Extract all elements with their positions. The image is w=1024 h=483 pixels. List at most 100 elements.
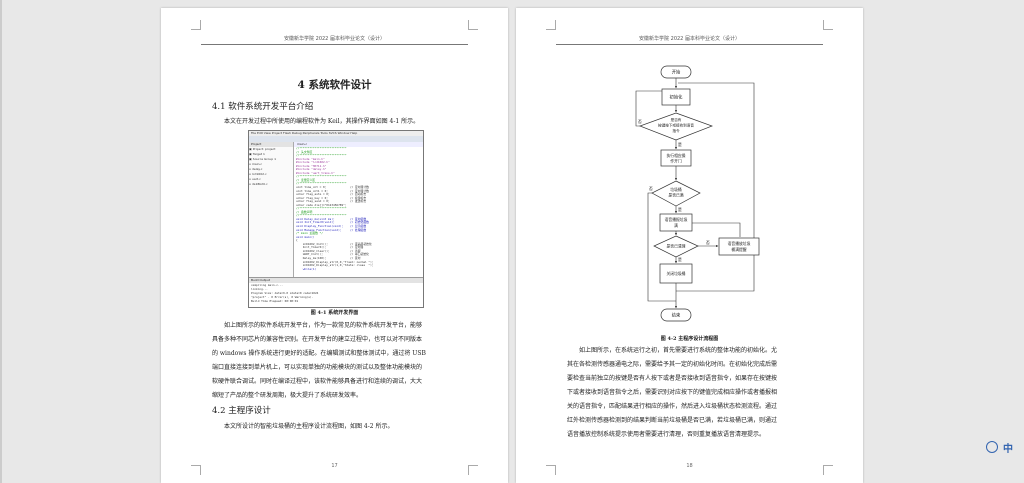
flow-init: [661, 88, 691, 106]
project-panel-title: Project: [249, 142, 293, 147]
page-header: 安徽新华学院 2022 届本科毕业论文（设计）: [556, 35, 823, 45]
code-line: LCD1602_Clear(); // 清屏: [296, 248, 361, 253]
code-line: void Manage_Function(void); // 处理函数: [296, 227, 367, 232]
build-line: compiling main.c...: [251, 283, 283, 287]
chapter-title: 4 系统软件设计: [297, 79, 372, 91]
build-line: linking...: [251, 287, 268, 291]
flow-d3-label: 是否已清理: [667, 244, 686, 249]
section2-paragraph: 本文所设计的智能垃圾桶的主程序设计流程图，如图 4-2 所示。: [224, 423, 394, 430]
flow-exec-line1: 执行相应操: [667, 153, 686, 158]
paragraph-line: 软硬件联合调试。同时在编译过程中，该软件能够具备进行和连续的调试，大大: [212, 378, 423, 385]
flow-d1-line3: 指令: [672, 128, 680, 133]
paragraph-line: 端口直接连接到单片机上，可以实现单独的功能模块的测试以及整体功能模块的: [212, 364, 423, 371]
extension-label[interactable]: 中: [1003, 444, 1013, 455]
paragraph-line: 红外检测传感器检测到的结果判断当前垃圾桶是否已满，若垃圾桶已满，则通过: [567, 417, 778, 424]
section-title-4-1: 4.1 软件系统开发平台介绍: [212, 102, 314, 112]
ide-code-editor: main.c //****************************// …: [294, 142, 423, 277]
document-page-17: 安徽新华学院 2022 届本科毕业论文（设计） 4 系统软件设计 4.1 软件系…: [161, 8, 508, 483]
code-line: void Delay_ms(uint ms); // 延时函数: [296, 216, 367, 221]
flow-start: [660, 65, 692, 79]
code-line: #include "uart_trans.h": [296, 170, 335, 175]
code-line: #include "HX711.h": [296, 163, 327, 168]
paragraph-line: 具备多种不同芯片的兼容性识别。在开发平台的建立过程中，也可以对不同版本: [212, 336, 423, 343]
code-line: uchar flag_key = 0; // 按键标志: [296, 195, 367, 200]
document-page-18: 安徽新华学院 2022 届本科毕业论文（设计）: [516, 8, 863, 483]
crop-mark: [468, 20, 478, 30]
language-extension-widget[interactable]: 中: [986, 441, 1024, 455]
crop-mark: [546, 465, 556, 475]
paragraph-line: 下或者接收到语音指令之后，需要识别对应按下的键值完成相应操作或者播报相: [567, 389, 778, 396]
build-output-title: Build Output: [249, 278, 423, 283]
flow-label-yes-2: 是: [678, 207, 682, 212]
paragraph-line: 如上图所示，在系统运行之初，首先需要进行系统的整体功能的初始化。尤: [579, 347, 778, 354]
project-tree-item: ▫ lcd1602.c: [249, 172, 267, 176]
flow-exec-open: [660, 149, 692, 167]
flow-exec-line2: 作开门: [670, 159, 682, 164]
intro-paragraph: 本文在开发过程中所使用的编程软件为 Keil，其操作界面如图 4-1 所示。: [224, 118, 420, 125]
code-line: uchar flag_auto = 0; // 自动标志: [296, 192, 367, 197]
page-header: 安徽新华学院 2022 届本科毕业论文（设计）: [201, 35, 468, 45]
flow-label-no-1: 否: [638, 119, 642, 124]
body-paragraph-2: 如上图所示，在系统运行之初，首先需要进行系统的整体功能的初始化。尤其在各检测传感…: [567, 344, 817, 442]
project-tree-item: ▫ uart.c: [249, 177, 261, 181]
flow-play-line1: 语音播放垃圾: [728, 241, 751, 246]
flow-label-no-2: 否: [649, 186, 653, 191]
ide-menubar: File Edit View Project Flash Debug Perip…: [249, 131, 423, 136]
body-paragraph-1: 如上图所示的软件系统开发平台，作为一款常见的软件系统开发平台，能够具备多种不同芯…: [212, 319, 462, 403]
flow-label-yes-3: 是: [678, 257, 682, 262]
flow-d1-line1: 是否有: [671, 117, 682, 122]
ide-build-output: Build Output compiling main.c...linking.…: [249, 277, 423, 307]
code-line: uint time_cnt1 = 0; // 定时器计数: [296, 188, 369, 193]
paragraph-line: 其在各检测传感器通电之际，需要给予其一定的初始化时间。在初始化完成后需: [567, 361, 778, 368]
code-line: uint time_cnt = 0; // 定时器计数: [296, 185, 369, 190]
project-tree-item: ▣ Target 1: [249, 152, 265, 156]
code-line: /* main 主函数 */: [296, 231, 323, 236]
code-line: #include "lcd1602.h": [296, 160, 330, 165]
project-tree-item: ▣ Source Group 1: [249, 157, 277, 161]
extension-logo-icon[interactable]: [986, 441, 998, 453]
code-line: {: [296, 238, 298, 243]
code-line: LCD1602_Display_str(0,0,"Trash: normal "…: [296, 259, 374, 264]
code-line: // 函数声明: [296, 209, 313, 214]
crop-mark: [546, 20, 556, 30]
flow-close-label: 关闭垃圾桶: [667, 271, 686, 276]
crop-mark: [468, 465, 478, 475]
code-line: Init_Timer0(); // 定时器: [296, 245, 364, 250]
editor-tab: main.c: [294, 142, 423, 147]
figure-4-1-caption: 图 4-1 系统开发界面: [310, 310, 359, 316]
code-line: uchar code dis[]="0123456789";: [296, 202, 347, 207]
code-line: //****************************: [296, 206, 347, 211]
flow-decision-cleaned: [653, 235, 699, 258]
code-line: #include "main.h": [296, 156, 325, 161]
code-line: LCD1602_Init(); // 液晶屏初始化: [296, 241, 372, 246]
flow-decision-key-or-voice: [639, 112, 713, 141]
flow-end-label: 结束: [672, 312, 681, 319]
flow-start-label: 开始: [672, 69, 681, 76]
code-line: //****************************: [296, 153, 347, 158]
project-tree-item: ▫ delay.c: [249, 167, 263, 171]
flow-close-bin: [659, 263, 693, 284]
project-tree: ▣ Project: project ▣ Target 1 ▣ Source G…: [249, 147, 293, 187]
page-number: 17: [331, 463, 338, 469]
build-lines: compiling main.c...linking...Program Siz…: [249, 283, 423, 303]
code-line: void main(): [296, 234, 315, 239]
flow-voice-alarm: [659, 213, 693, 232]
project-tree-item: ▣ Project: project: [249, 147, 276, 151]
code-line: void Init_Timer0(void); // 初始化函数: [296, 220, 369, 225]
paragraph-line: 缩短了产品的整个研发周期，极大提升了系统研发效率。: [212, 392, 363, 399]
paragraph-line: 关的语音指令，匹配结果进行相应的操作，然后进入垃圾桶状态检测流程。通过: [567, 403, 778, 410]
build-line: "project" - 0 Error(s), 0 Warning(s).: [251, 295, 314, 299]
code-line: //****************************: [296, 213, 347, 218]
ide-project-panel: Project ▣ Project: project ▣ Target 1 ▣ …: [249, 142, 294, 277]
section-title-4-2: 4.2 主程序设计: [212, 406, 271, 416]
flow-alarm-line1: 语音播报垃圾: [665, 217, 688, 222]
code-line: //****************************: [296, 174, 347, 179]
flow-alarm-line2: 满: [674, 223, 678, 228]
code-lines: //****************************// 头文件区//*…: [294, 146, 423, 271]
project-tree-item: ▫ ds18b20.c: [249, 182, 268, 186]
flow-d2-line1: 垃圾桶: [670, 187, 682, 192]
page-number: 18: [686, 463, 693, 469]
code-line: //****************************: [296, 146, 347, 150]
code-line: #include "delay.h": [296, 167, 327, 172]
flow-play-line2: 桶满提醒: [731, 247, 746, 252]
